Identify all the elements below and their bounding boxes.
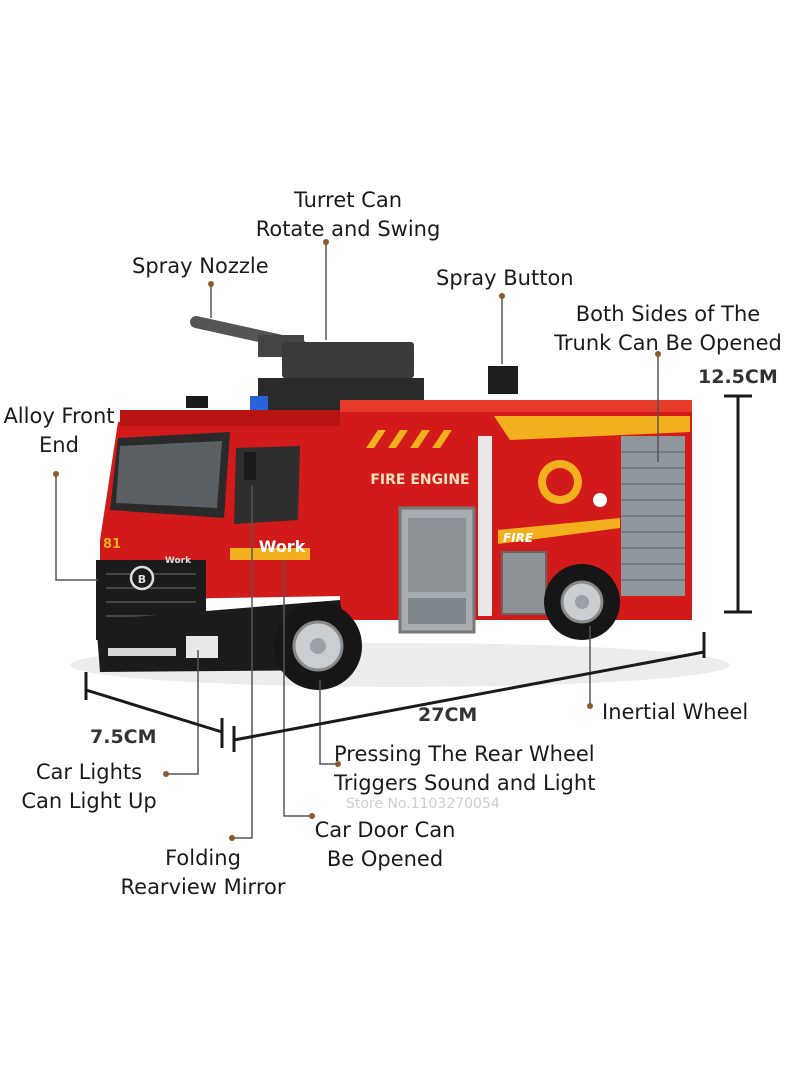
door-leader xyxy=(283,560,312,817)
side-stripe xyxy=(498,518,620,544)
leader-dots xyxy=(53,239,661,841)
width-dimension-line xyxy=(85,688,223,734)
car-lights-label: Car Lights Can Light Up xyxy=(14,758,164,816)
turret-body xyxy=(282,342,414,378)
rear-wheel-label-line2: Triggers Sound and Light xyxy=(334,771,596,795)
lights-label-line1: Car Lights xyxy=(35,760,143,784)
fire-emblem-inner xyxy=(546,468,574,496)
lights-leader xyxy=(166,650,199,775)
door-label-line1: Car Door Can xyxy=(314,818,456,842)
cab-stripe xyxy=(230,548,310,560)
inertial-wheel-label: Inertial Wheel xyxy=(602,700,749,724)
pump-panel xyxy=(501,551,547,615)
brand-logo-icon xyxy=(129,565,155,591)
front-end-label-line2: End xyxy=(39,433,79,457)
top-stripe xyxy=(494,416,690,440)
rear-wheel-label-line1: Pressing The Rear Wheel xyxy=(334,742,595,766)
height-dimension-label: 12.5CM xyxy=(698,366,778,388)
windshield-glass xyxy=(116,441,222,508)
dimension-lines xyxy=(84,394,752,752)
width-dimension-label: 7.5CM xyxy=(90,726,157,748)
mirror-label-line2: Rearview Mirror xyxy=(120,875,286,899)
leader-lines xyxy=(55,242,659,839)
truck-number: 81 xyxy=(103,537,121,552)
beacon-light xyxy=(250,396,268,410)
length-dimension-label: 27CM xyxy=(418,704,478,726)
turret-label-line2: Rotate and Swing xyxy=(255,217,441,241)
compartment-panel xyxy=(408,518,466,592)
fire-engine-text: FIRE ENGINE xyxy=(370,472,469,488)
spray-nozzle-label: Spray Nozzle xyxy=(132,254,269,278)
rearview-mirror-label: Folding Rearview Mirror xyxy=(114,844,292,902)
cab-roof xyxy=(120,410,340,426)
headlight xyxy=(186,636,218,658)
turret-label: Turret Can Rotate and Swing xyxy=(250,186,446,244)
rear-body xyxy=(340,400,692,634)
door-label-line2: Be Opened xyxy=(326,847,444,871)
rear-wheel xyxy=(544,564,620,640)
turret-label-line1: Turret Can xyxy=(293,188,403,212)
store-watermark: Store No.1103270054 xyxy=(346,796,500,812)
front-end-leader xyxy=(55,474,98,581)
spray-button xyxy=(488,366,518,394)
brand-letter: B xyxy=(138,573,146,586)
mirror-leader xyxy=(232,486,253,839)
shutter-lines xyxy=(621,451,685,581)
front-end-label-line1: Alloy Front xyxy=(3,404,115,428)
stripe-chevrons xyxy=(366,430,452,448)
side-ladder xyxy=(478,436,492,616)
rear-wheel-leader xyxy=(319,680,338,765)
alloy-front-end-label: Alloy Front End xyxy=(0,402,124,460)
car-door-label: Car Door Can Be Opened xyxy=(310,816,460,874)
trunk-label-line2: Trunk Can Be Opened xyxy=(554,331,782,355)
trunk-label-line1: Both Sides of The xyxy=(575,302,761,326)
cab-work-text: Work xyxy=(165,556,192,566)
mirror-label-line1: Folding xyxy=(165,846,241,870)
front-wheel xyxy=(274,602,362,690)
rear-roof-rail xyxy=(340,400,692,412)
lights-label-line2: Can Light Up xyxy=(21,789,157,813)
rearview-mirror xyxy=(244,452,256,480)
fire-text: FIRE xyxy=(503,531,534,545)
side-window xyxy=(234,446,300,524)
trunk-label: Both Sides of The Trunk Can Be Opened xyxy=(544,300,792,358)
work-text: Work xyxy=(259,537,306,556)
compartment-tray xyxy=(408,598,466,624)
rear-wheel-label: Pressing The Rear Wheel Triggers Sound a… xyxy=(334,740,595,798)
turret xyxy=(190,316,518,410)
small-badge-icon xyxy=(593,493,607,507)
length-dimension-line xyxy=(233,650,705,742)
fog-light-bar xyxy=(108,648,176,656)
roof-horn xyxy=(186,396,208,408)
spray-button-label: Spray Button xyxy=(436,266,574,290)
